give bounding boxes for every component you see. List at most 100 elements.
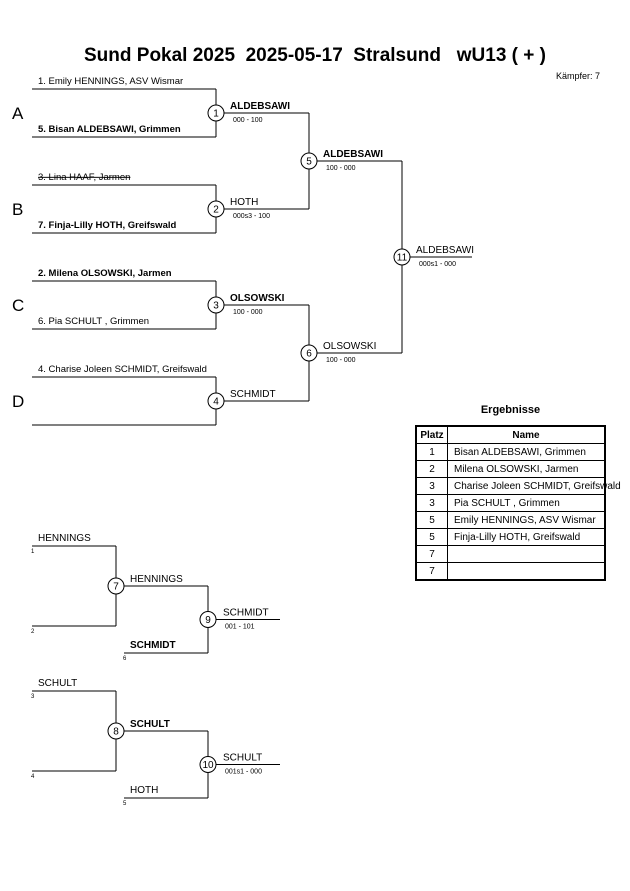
match-number: 1: [213, 109, 219, 120]
match-2-winner: HOTH: [230, 197, 258, 208]
results-name: Charise Joleen SCHMIDT, Greifswald: [447, 477, 621, 495]
match-3-score: 100 - 000: [233, 309, 263, 316]
entry-5-label: 2. Milena OLSOWSKI, Jarmen: [38, 268, 172, 279]
match-circle: [393, 248, 411, 266]
entry-3-label: 3. Lina HAAF, Jarmen: [38, 172, 130, 183]
match-number: 7: [113, 582, 119, 593]
match-10-node: 10: [199, 756, 217, 773]
match-circle: [207, 200, 225, 218]
match-3-node: 3: [207, 296, 225, 314]
match-9-winner: SCHMIDT: [223, 608, 269, 619]
rep2-seed-1: 3: [31, 694, 35, 700]
match-8-winner: SCHULT: [130, 719, 170, 730]
match-8-node: 8: [107, 722, 125, 740]
match-6-node: 6: [300, 344, 318, 362]
entry-7-label: 4. Charise Joleen SCHMIDT, Greifswald: [38, 364, 207, 375]
results-place: 7: [415, 545, 448, 563]
match-circle: [300, 344, 318, 362]
results-place: 3: [415, 494, 448, 512]
results-place: 5: [415, 528, 448, 546]
match-3-winner: OLSOWSKI: [230, 293, 285, 304]
match-6-score: 100 - 000: [326, 357, 356, 364]
results-place: 3: [415, 477, 448, 495]
rep1-entry-3: SCHMIDT: [130, 640, 176, 651]
match-7-node: 7: [107, 577, 125, 595]
results-place: 7: [415, 562, 448, 581]
rep1-seed-3: 6: [123, 656, 127, 662]
results-place: 2: [415, 460, 448, 478]
match-circle: [199, 611, 217, 628]
match-circle: [207, 104, 225, 122]
entry-6-label: 6. Pia SCHULT , Grimmen: [38, 316, 149, 327]
rep2-seed-2: 4: [31, 774, 35, 780]
match-4-node: 4: [207, 392, 225, 410]
results-title: Ergebnisse: [480, 404, 541, 416]
match-number: 3: [213, 301, 219, 312]
results-row: 7: [415, 562, 606, 581]
rep1-seed-1: 1: [31, 549, 35, 555]
pool-b-label: B: [12, 200, 23, 219]
match-circle: [300, 152, 318, 170]
match-2-node: 2: [207, 200, 225, 218]
results-name: Bisan ALDEBSAWI, Grimmen: [447, 443, 606, 461]
results-name: [447, 562, 606, 581]
match-circle: [199, 756, 217, 773]
match-11-node: 11: [393, 248, 411, 266]
match-circle: [107, 577, 125, 595]
match-number: 10: [202, 760, 214, 771]
results-name: Pia SCHULT , Grimmen: [447, 494, 606, 512]
results-name: Emily HENNINGS, ASV Wismar: [447, 511, 606, 529]
results-place: 5: [415, 511, 448, 529]
pool-c-label: C: [12, 296, 24, 315]
results-header-place: Platz: [415, 425, 448, 444]
match-circle: [207, 392, 225, 410]
match-5-winner: ALDEBSAWI: [323, 149, 383, 160]
results-header-name: Name: [447, 425, 606, 444]
results-name: Milena OLSOWSKI, Jarmen: [447, 460, 606, 478]
match-1-winner: ALDEBSAWI: [230, 101, 290, 112]
match-5-node: 5: [300, 152, 318, 170]
results-name: Finja-Lilly HOTH, Greifswald: [447, 528, 606, 546]
results-name: [447, 545, 606, 563]
match-9-node: 9: [199, 611, 217, 628]
results-row: 7: [415, 545, 606, 563]
match-number: 8: [113, 727, 119, 738]
match-10-score: 001s1 - 000: [225, 769, 262, 776]
rep2-seed-3: 5: [123, 801, 127, 807]
rep2-entry-3: HOTH: [130, 785, 158, 796]
match-7-winner: HENNINGS: [130, 574, 183, 585]
rep2-entry-1: SCHULT: [38, 678, 77, 689]
match-number: 9: [205, 615, 211, 626]
match-4-winner: SCHMIDT: [230, 389, 276, 400]
match-11-winner: ALDEBSAWI: [416, 245, 474, 256]
match-number: 6: [306, 349, 312, 360]
match-11-score: 000s1 - 000: [419, 261, 456, 268]
match-1-score: 000 - 100: [233, 117, 263, 124]
match-9-score: 001 - 101: [225, 624, 255, 631]
pool-a-label: A: [12, 104, 24, 123]
entry-2-label: 5. Bisan ALDEBSAWI, Grimmen: [38, 124, 181, 135]
rep1-seed-2: 2: [31, 629, 35, 635]
match-circle: [207, 296, 225, 314]
match-1-node: 1: [207, 104, 225, 122]
match-number: 4: [213, 397, 219, 408]
match-number: 5: [306, 157, 312, 168]
match-6-winner: OLSOWSKI: [323, 341, 376, 352]
page-title: Sund Pokal 2025 2025-05-17 Stralsund wU1…: [84, 45, 546, 66]
fighter-count: Kämpfer: 7: [555, 71, 600, 81]
rep1-entry-1: HENNINGS: [38, 533, 91, 544]
entry-1-label: 1. Emily HENNINGS, ASV Wismar: [38, 76, 183, 87]
match-2-score: 000s3 - 100: [233, 213, 270, 220]
results-header-row: Platz Name: [415, 425, 606, 444]
match-5-score: 100 - 000: [326, 165, 356, 172]
match-10-winner: SCHULT: [223, 753, 262, 764]
